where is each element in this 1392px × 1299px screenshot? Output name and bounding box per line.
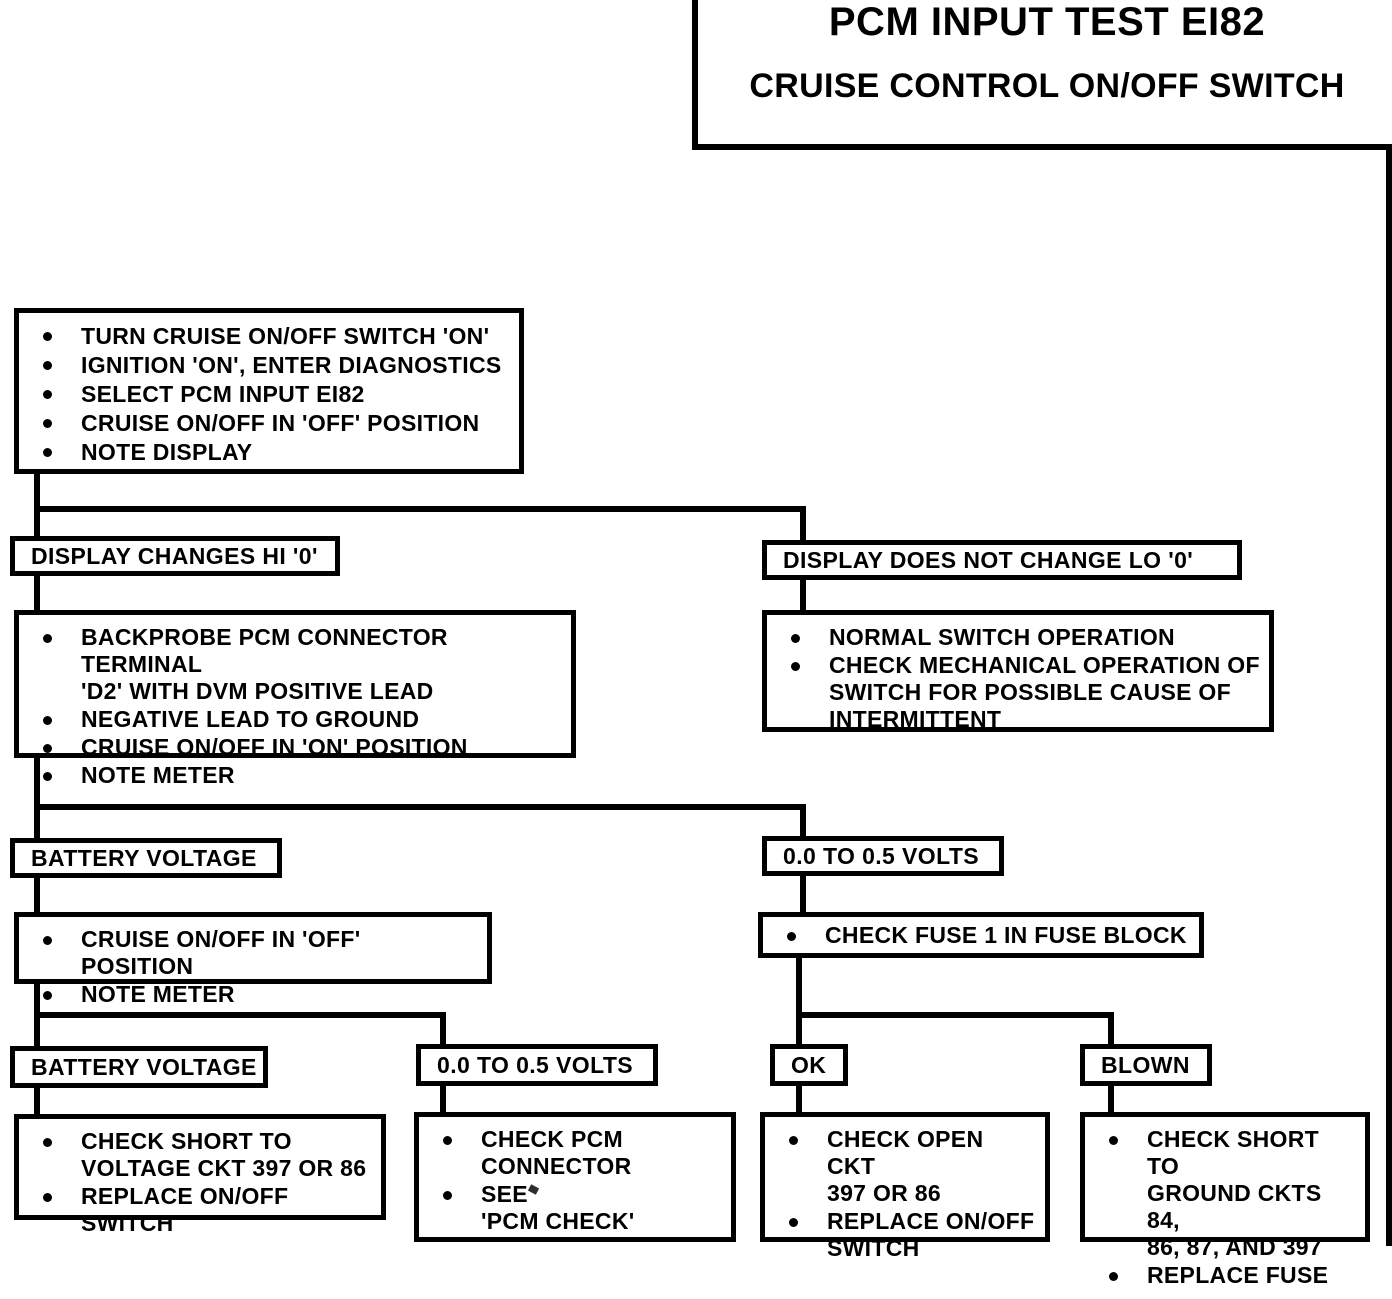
list-item: CRUISE ON/OFF IN 'OFF' POSITION xyxy=(37,926,479,980)
bullet-list: BACKPROBE PCM CONNECTOR TERMINAL 'D2' WI… xyxy=(19,615,571,799)
connector-step3r-drop xyxy=(796,958,802,1014)
list-item: CHECK PCM CONNECTOR xyxy=(437,1126,723,1180)
bullet-list: CHECK FUSE 1 IN FUSE BLOCK xyxy=(763,917,1199,959)
connector-tier3r-b1 xyxy=(796,1012,802,1048)
node-battery-voltage-1[interactable]: BATTERY VOLTAGE xyxy=(10,838,282,878)
node-volts-low-1[interactable]: 0.0 TO 0.5 VOLTS xyxy=(762,836,1004,876)
bullet-list: CRUISE ON/OFF IN 'OFF' POSITION NOTE MET… xyxy=(19,917,487,1018)
page-edge-rule xyxy=(1386,150,1392,1246)
connector-tier3r-bar xyxy=(796,1012,1114,1018)
node-label: OK xyxy=(791,1051,827,1078)
connector-tier3r-b2 xyxy=(1108,1012,1114,1048)
node-final-check-pcm-connector[interactable]: CHECK PCM CONNECTOR SEE 'PCM CHECK' xyxy=(414,1112,736,1242)
list-item: CHECK SHORT TO GROUND CKTS 84, 86, 87, A… xyxy=(1103,1126,1357,1261)
title-block: PCM INPUT TEST EI82 CRUISE CONTROL ON/OF… xyxy=(692,0,1392,150)
list-item: CHECK OPEN CKT 397 OR 86 xyxy=(783,1126,1037,1207)
connector-tier1-bar xyxy=(34,506,806,512)
connector-volts1-to-step3 xyxy=(800,874,806,912)
bullet-list: NORMAL SWITCH OPERATION CHECK MECHANICAL… xyxy=(767,615,1269,743)
node-label: DISPLAY CHANGES HI '0' xyxy=(31,542,318,569)
list-item: CHECK MECHANICAL OPERATION OF SWITCH FOR… xyxy=(785,652,1261,733)
list-item: TURN CRUISE ON/OFF SWITCH 'ON' xyxy=(37,322,511,350)
connector-batt2-to-final xyxy=(34,1082,40,1114)
connector-tier1-left xyxy=(34,506,40,542)
node-step-1[interactable]: TURN CRUISE ON/OFF SWITCH 'ON' IGNITION … xyxy=(14,308,524,474)
connector-step1-drop xyxy=(34,470,40,512)
list-item: NOTE METER xyxy=(37,762,563,789)
connector-tier2-left xyxy=(34,804,40,842)
list-item: IGNITION 'ON', ENTER DIAGNOSTICS xyxy=(37,351,511,379)
connector-volts2-to-final xyxy=(440,1082,446,1114)
node-label: 0.0 TO 0.5 VOLTS xyxy=(437,1051,634,1078)
node-volts-low-2[interactable]: 0.0 TO 0.5 VOLTS xyxy=(416,1044,658,1086)
node-display-does-not-change-lo[interactable]: DISPLAY DOES NOT CHANGE LO '0' xyxy=(762,540,1242,580)
list-item: SELECT PCM INPUT EI82 xyxy=(37,380,511,408)
connector-tier2-bar xyxy=(34,804,806,810)
node-display-changes-hi[interactable]: DISPLAY CHANGES HI '0' xyxy=(10,536,340,576)
node-backprobe-pcm[interactable]: BACKPROBE PCM CONNECTOR TERMINAL 'D2' WI… xyxy=(14,610,576,788)
connector-lo-to-step2 xyxy=(800,572,806,610)
list-item: NORMAL SWITCH OPERATION xyxy=(785,624,1261,651)
node-label: BLOWN xyxy=(1101,1051,1190,1078)
connector-step3l-drop xyxy=(34,982,40,1012)
node-battery-voltage-2[interactable]: BATTERY VOLTAGE xyxy=(10,1046,268,1088)
list-item: REPLACE ON/OFF SWITCH xyxy=(37,1183,373,1237)
connector-tier3l-b2 xyxy=(440,1012,446,1048)
connector-tier2-right xyxy=(800,804,806,842)
list-item: BACKPROBE PCM CONNECTOR TERMINAL 'D2' WI… xyxy=(37,624,563,705)
list-item: NEGATIVE LEAD TO GROUND xyxy=(37,706,563,733)
list-item: REPLACE FUSE xyxy=(1103,1262,1357,1289)
connector-tier1-right xyxy=(800,506,806,542)
bullet-list: CHECK OPEN CKT 397 OR 86 REPLACE ON/OFF … xyxy=(765,1117,1045,1272)
node-check-fuse[interactable]: CHECK FUSE 1 IN FUSE BLOCK xyxy=(758,912,1204,958)
node-label: DISPLAY DOES NOT CHANGE LO '0' xyxy=(783,546,1194,573)
bullet-list: TURN CRUISE ON/OFF SWITCH 'ON' IGNITION … xyxy=(19,313,519,476)
bullet-list: CHECK SHORT TO VOLTAGE CKT 397 OR 86 REP… xyxy=(19,1119,381,1247)
node-final-check-open-ckt[interactable]: CHECK OPEN CKT 397 OR 86 REPLACE ON/OFF … xyxy=(760,1112,1050,1261)
bullet-list: CHECK SHORT TO GROUND CKTS 84, 86, 87, A… xyxy=(1085,1117,1365,1299)
node-normal-switch-operation[interactable]: NORMAL SWITCH OPERATION CHECK MECHANICAL… xyxy=(762,610,1274,732)
node-final-check-short-ground[interactable]: CHECK SHORT TO GROUND CKTS 84, 86, 87, A… xyxy=(1080,1112,1370,1288)
list-item: CRUISE ON/OFF IN 'ON' POSITION xyxy=(37,734,563,761)
connector-tier3l-b1 xyxy=(34,1012,40,1048)
list-item: NOTE DISPLAY xyxy=(37,438,511,466)
node-cruise-off-note-meter[interactable]: CRUISE ON/OFF IN 'OFF' POSITION NOTE MET… xyxy=(14,912,492,1007)
list-item: REPLACE ON/OFF SWITCH xyxy=(783,1208,1037,1262)
node-fuse-blown[interactable]: BLOWN xyxy=(1080,1044,1212,1086)
page-subtitle: CRUISE CONTROL ON/OFF SWITCH xyxy=(749,67,1345,105)
connector-batt1-to-step3 xyxy=(34,876,40,914)
list-item: CHECK SHORT TO VOLTAGE CKT 397 OR 86 xyxy=(37,1128,373,1182)
node-fuse-ok[interactable]: OK xyxy=(770,1044,848,1086)
page-title: PCM INPUT TEST EI82 xyxy=(828,0,1266,44)
connector-ok-to-final xyxy=(796,1082,802,1114)
connector-blown-to-final xyxy=(1108,1082,1114,1114)
connector-hi-to-step2 xyxy=(34,572,40,610)
connector-step2-drop xyxy=(34,756,40,804)
list-item: CHECK FUSE 1 IN FUSE BLOCK xyxy=(781,922,1191,949)
node-label: BATTERY VOLTAGE xyxy=(31,844,257,871)
list-item: CRUISE ON/OFF IN 'OFF' POSITION xyxy=(37,409,511,437)
node-label: BATTERY VOLTAGE xyxy=(31,1053,257,1080)
node-final-check-short-voltage[interactable]: CHECK SHORT TO VOLTAGE CKT 397 OR 86 REP… xyxy=(14,1114,386,1236)
node-label: 0.0 TO 0.5 VOLTS xyxy=(783,842,980,869)
connector-tier3l-bar xyxy=(34,1012,446,1018)
list-item: SEE 'PCM CHECK' xyxy=(437,1181,723,1235)
bullet-list: CHECK PCM CONNECTOR SEE 'PCM CHECK' xyxy=(419,1117,731,1245)
list-item: NOTE METER xyxy=(37,981,479,1008)
